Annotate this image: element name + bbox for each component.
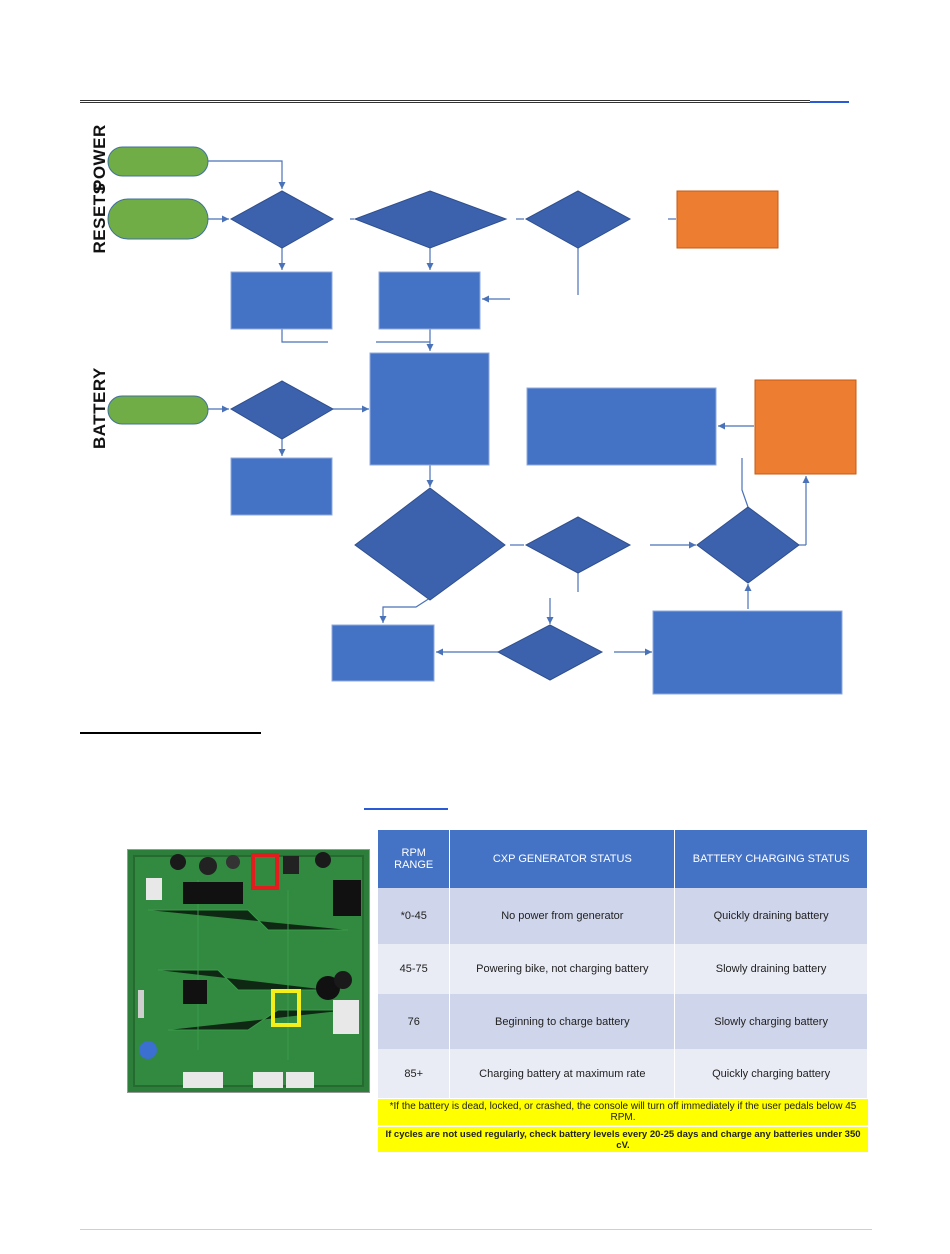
flowchart [107, 146, 857, 695]
table-header-row: RPM RANGE CXP GENERATOR STATUS BATTERY C… [378, 830, 868, 888]
table-footnote: *If the battery is dead, locked, or cras… [378, 1099, 868, 1125]
yellow-highlight-box [271, 989, 301, 1027]
cell-generator: Charging battery at maximum rate [449, 1049, 676, 1098]
orange-terminal-top [676, 190, 779, 249]
process-box-wide [526, 387, 717, 466]
decision-large [354, 487, 506, 601]
cell-generator: Beginning to charge battery [449, 994, 676, 1049]
table-row: 76 Beginning to charge battery Slowly ch… [378, 994, 868, 1049]
battery-decision [229, 380, 335, 440]
cell-battery: Slowly draining battery [674, 944, 868, 994]
controller-board-photo [127, 849, 370, 1093]
decision-2 [353, 190, 508, 249]
decision-3 [524, 190, 632, 249]
header-generator-status: CXP GENERATOR STATUS [449, 830, 676, 888]
decision-1 [229, 190, 335, 249]
decision-bottom [496, 624, 604, 681]
cell-generator: Powering bike, not charging battery [449, 944, 676, 994]
rpm-status-table: RPM RANGE CXP GENERATOR STATUS BATTERY C… [378, 830, 868, 1098]
battery-start-node [107, 395, 209, 425]
section-heading-underline [80, 732, 261, 734]
cell-battery: Slowly charging battery [674, 994, 868, 1049]
battery-process-box [230, 457, 333, 516]
cell-rpm: 85+ [378, 1049, 451, 1098]
red-highlight-box [251, 853, 279, 890]
process-box-bottom-right [652, 610, 843, 695]
connectors [208, 160, 810, 656]
header-battery-status: BATTERY CHARGING STATUS [674, 830, 868, 888]
inline-link[interactable] [364, 808, 448, 810]
header-rule [80, 100, 810, 103]
cell-generator: No power from generator [449, 888, 676, 944]
process-box-1 [230, 271, 333, 330]
cell-battery: Quickly draining battery [674, 888, 868, 944]
cell-battery: Quickly charging battery [674, 1049, 868, 1098]
resets-start-node [107, 198, 209, 240]
maintenance-note: If cycles are not used regularly, check … [378, 1127, 868, 1152]
orange-terminal-right [754, 379, 857, 475]
table-row: 85+ Charging battery at maximum rate Qui… [378, 1049, 868, 1098]
decision-right [696, 506, 800, 584]
cell-rpm: *0-45 [378, 888, 451, 944]
process-box-2 [378, 271, 481, 330]
board-illustration [128, 850, 369, 1092]
table-row: 45-75 Powering bike, not charging batter… [378, 944, 868, 994]
header-link[interactable] [810, 101, 849, 103]
table-row: *0-45 No power from generator Quickly dr… [378, 888, 868, 944]
cell-rpm: 76 [378, 994, 451, 1049]
process-box-bottom-left [331, 624, 435, 682]
decision-mid [524, 516, 632, 574]
header-rpm-range: RPM RANGE [378, 830, 451, 888]
power-start-node [107, 146, 209, 177]
footer-rule [80, 1229, 872, 1230]
cell-rpm: 45-75 [378, 944, 451, 994]
process-box-tall [369, 352, 490, 466]
